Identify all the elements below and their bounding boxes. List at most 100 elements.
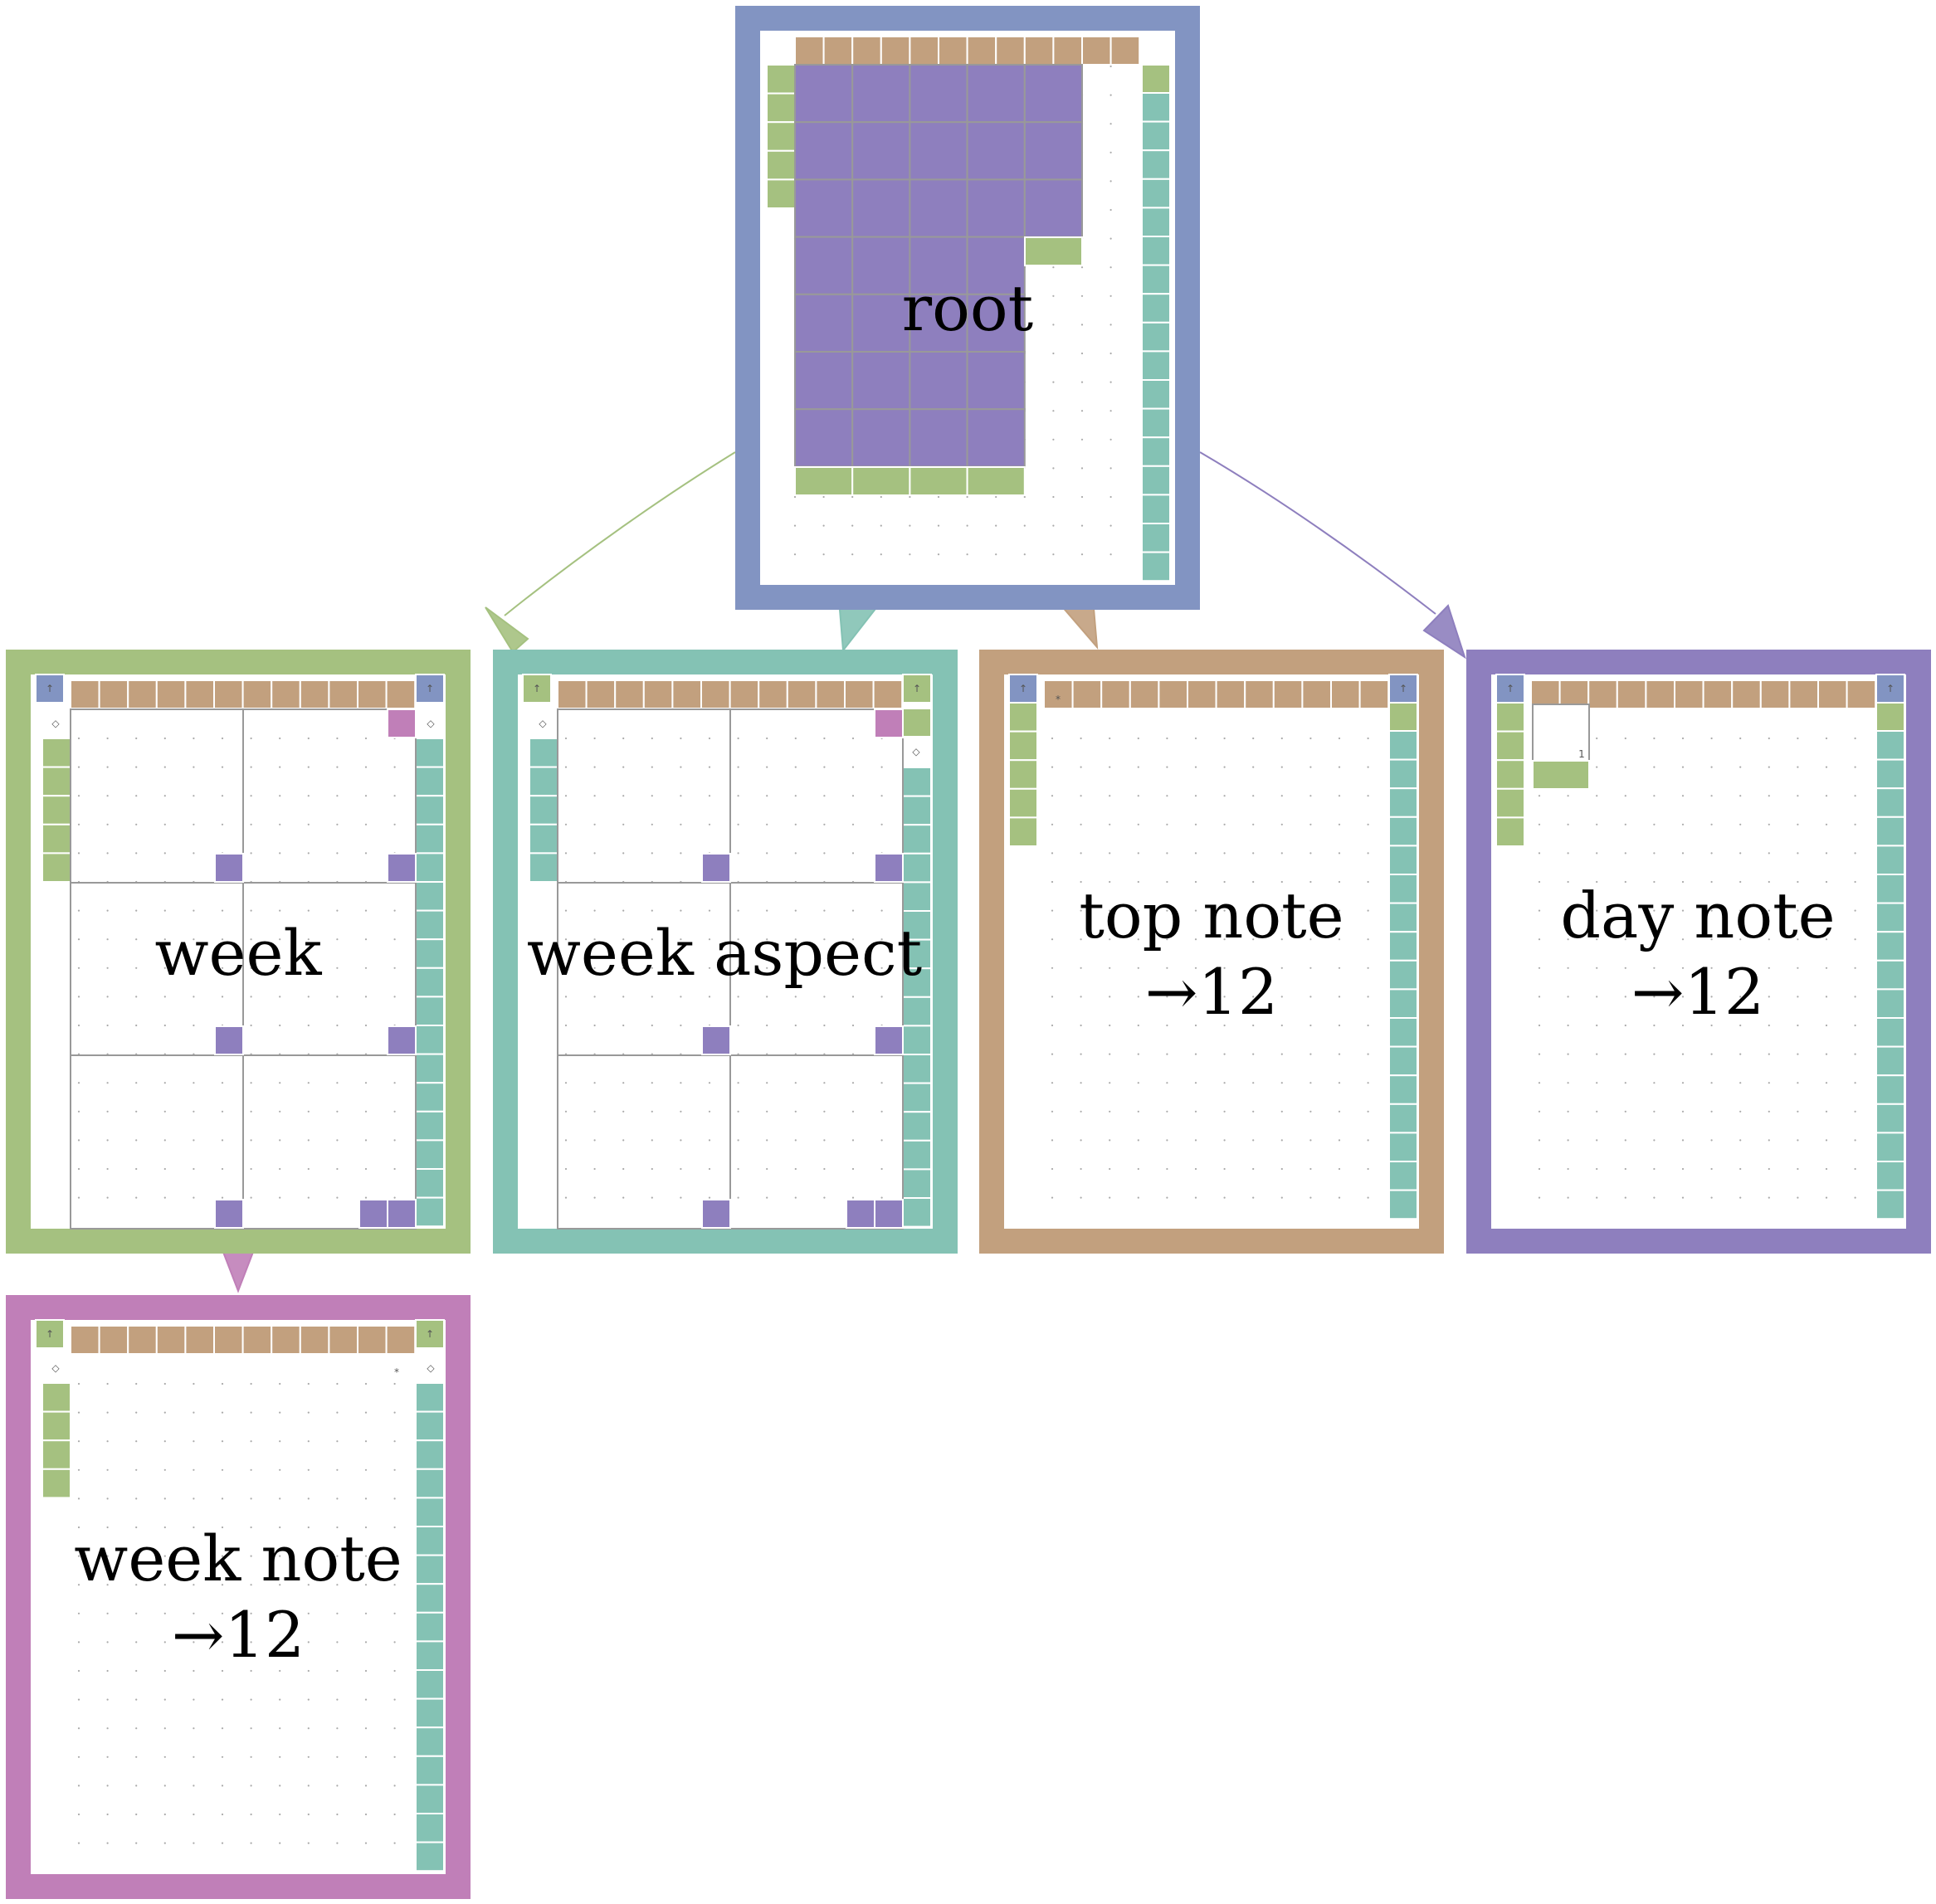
grid-dot [250,1082,252,1084]
grid-dot [1052,295,1055,297]
grid-dot [307,1813,310,1816]
grid-dot [1080,1082,1082,1084]
grid-dot [250,1382,252,1385]
grid-dot [279,1584,281,1586]
grid-dot [1223,909,1226,912]
grid-dot [1252,1024,1255,1027]
grid-dot [1854,1053,1856,1055]
node-week[interactable]: ↑↑◇◇ week [6,650,471,1254]
grid-dot [1653,1082,1656,1084]
grid-dot [307,766,310,768]
grid-dot [336,1196,339,1199]
grid-dot [1080,1139,1082,1142]
right-tab [1875,1161,1905,1191]
grid-dot [1080,852,1082,855]
grid-dot [163,1167,166,1171]
grid-dot [680,909,682,912]
grid-dot [737,737,739,740]
grid-dot [135,1196,138,1199]
grid-dot [193,996,195,998]
grid-dot [680,1082,682,1084]
grid-dot [766,1196,768,1199]
grid-dot [250,1440,252,1443]
grid-dot [737,967,739,969]
grid-dot [250,1612,252,1614]
grid-dot [135,823,138,825]
grid-dot [1681,1139,1685,1142]
grid-dot [1252,1139,1255,1142]
right-tab [415,1813,445,1843]
top-tab [822,36,854,66]
node-root[interactable]: root [735,6,1200,610]
grid-dot [307,1842,310,1844]
grid-dot [163,852,166,855]
grid-dot [622,938,625,941]
grid-dot [221,1382,224,1385]
left-tab [529,738,558,768]
right-tab [1388,1132,1418,1163]
grid-dot [1252,880,1255,884]
grid-dot [1710,1082,1713,1084]
node-top-note-label-line-2: →12 [1145,955,1278,1029]
grid-dot [77,1440,80,1443]
grid-dot [135,1468,138,1471]
right-tab [1875,874,1905,904]
grid-dot [794,1167,797,1171]
grid-dot [393,1440,396,1443]
top-tab [213,679,244,709]
top-tab [1301,679,1333,709]
grid-dot [135,1555,138,1557]
top-tab [155,1325,187,1355]
grid-dot [1567,996,1569,998]
grid-dot [1080,967,1082,969]
grid-dot [250,737,252,740]
grid-dot [250,1641,252,1643]
grid-dot [766,852,768,855]
grid-dot [1080,467,1084,470]
node-day-note[interactable]: ↑↑1 day note →12 [1466,650,1931,1254]
grid-dot [77,996,80,998]
grid-dot [221,1139,224,1142]
right-tab [1141,149,1171,180]
grid-dot [77,737,80,740]
grid-dot [1624,909,1626,912]
grid-dot [364,823,368,825]
grid-dot [393,1196,396,1199]
grid-dot [163,996,166,998]
grid-dot [1309,1082,1312,1084]
occupied-cell [966,408,1026,468]
right-tab [1875,988,1905,1020]
right-tab [1388,988,1418,1020]
node-week-note[interactable]: ↑↑◇◇* week note →12 [6,1295,471,1899]
grid-dot [1052,381,1055,383]
grid-dot [1052,324,1055,326]
grid-dot [1338,737,1341,740]
grid-dot [163,823,166,825]
grid-dot [851,553,854,556]
grid-dot [1109,266,1112,269]
grid-dot [651,967,653,969]
grid-dot [77,909,80,912]
grid-dot [1854,938,1856,941]
top-tab [328,1325,358,1355]
grid-dot [106,1082,109,1084]
occupied-cell [851,121,911,181]
right-tab [415,909,445,941]
node-top-note[interactable]: ↑↑* top note →12 [979,650,1444,1254]
grid-dot [651,1196,653,1199]
grid-dot [307,795,310,797]
grid-dot [106,938,109,941]
grid-dot [221,1167,224,1171]
up-arrow-glyph: ↑ [533,683,541,694]
grid-dot [1624,996,1626,998]
grid-dot [909,553,911,556]
grid-dot [851,909,855,912]
grid-dot [1538,852,1541,855]
right-tab [415,1841,445,1872]
bottom-tab [966,466,1026,496]
grid-dot [193,1167,195,1171]
diamond-glyph: ◇ [427,718,435,729]
node-week-aspect[interactable]: ↑↑◇◇ week aspect [493,650,958,1254]
right-tab [415,1526,445,1556]
grid-dot [1051,996,1054,998]
